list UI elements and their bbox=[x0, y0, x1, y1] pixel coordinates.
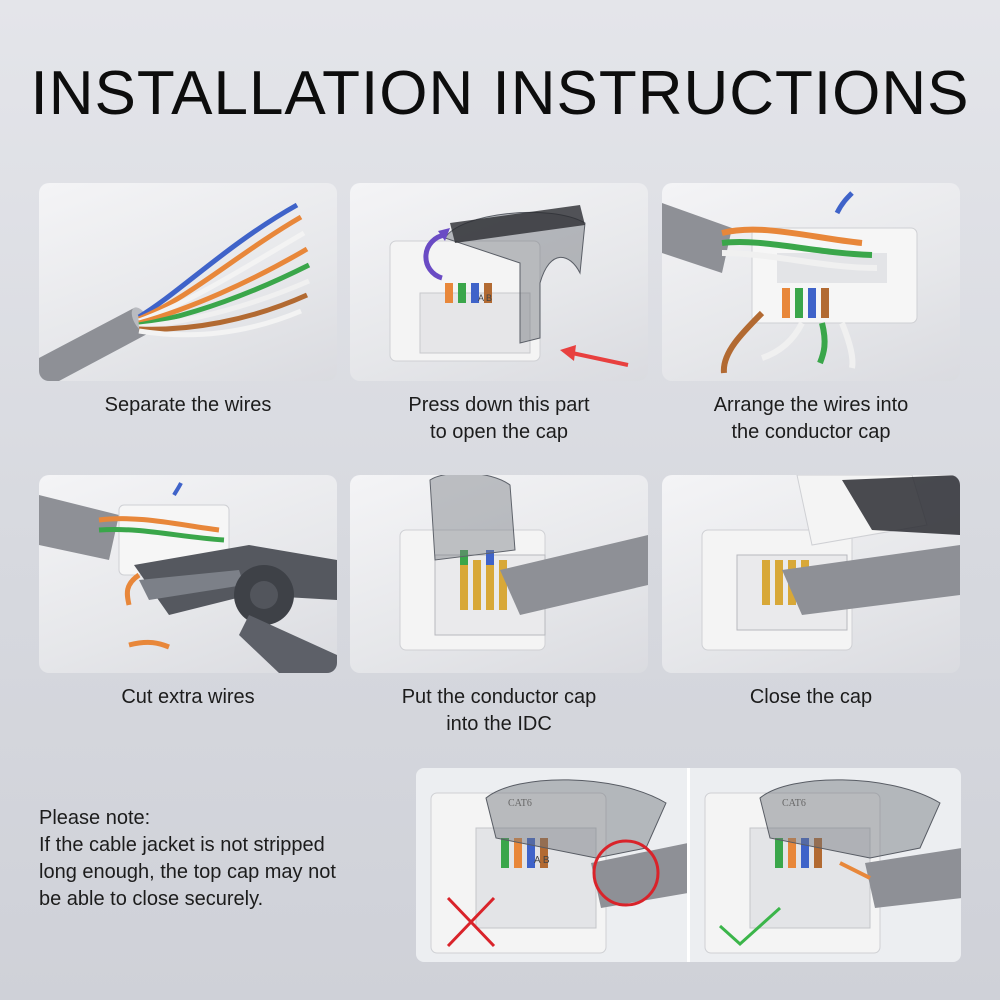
note-line: If the cable jacket is not stripped bbox=[39, 834, 325, 856]
caption-line: to open the cap bbox=[430, 421, 568, 443]
note-line: long enough, the top cap may not bbox=[39, 861, 336, 883]
step-1-caption: Separate the wires bbox=[39, 392, 337, 419]
step-2-image: A B bbox=[350, 183, 648, 381]
cat6-marking: CAT6 bbox=[782, 798, 806, 809]
page-title: INSTALLATION INSTRUCTIONS bbox=[30, 59, 970, 128]
comparison-image: A B CAT6 CAT6 bbox=[416, 768, 961, 962]
problem-circle-icon bbox=[592, 839, 660, 907]
caption-line: the conductor cap bbox=[731, 421, 891, 443]
correct-example: CAT6 bbox=[690, 768, 961, 962]
step-3-image bbox=[662, 183, 960, 381]
step-2-caption: Press down this part to open the cap bbox=[350, 392, 648, 446]
note-block: Please note: If the cable jacket is not … bbox=[39, 805, 409, 913]
ab-marking: A B bbox=[478, 293, 492, 303]
caption-line: into the IDC bbox=[446, 713, 552, 735]
cat6-marking: CAT6 bbox=[508, 798, 532, 809]
wrong-example: A B CAT6 bbox=[416, 768, 688, 962]
comparison-divider bbox=[687, 768, 690, 962]
caption-line: Press down this part bbox=[408, 394, 590, 416]
step-4-caption: Cut extra wires bbox=[39, 684, 337, 711]
caption-line: Put the conductor cap bbox=[401, 686, 597, 708]
step-5-caption: Put the conductor cap into the IDC bbox=[350, 684, 648, 738]
caption-line: Close the cap bbox=[749, 686, 873, 708]
step-1-image bbox=[39, 183, 337, 381]
press-arrow-icon bbox=[571, 351, 629, 367]
checkmark-icon bbox=[718, 906, 782, 947]
step-4-image bbox=[39, 475, 337, 673]
step-6-image bbox=[662, 475, 960, 673]
caption-line: Cut extra wires bbox=[121, 686, 255, 708]
note-line: be able to close securely. bbox=[39, 888, 264, 910]
step-5-image bbox=[350, 475, 648, 673]
caption-line: Separate the wires bbox=[104, 394, 272, 416]
step-3-caption: Arrange the wires into the conductor cap bbox=[662, 392, 960, 446]
note-heading: Please note: bbox=[39, 807, 151, 829]
rotate-arrow-icon bbox=[423, 232, 446, 281]
ab-marking: A B bbox=[534, 855, 550, 866]
caption-line: Arrange the wires into bbox=[713, 394, 909, 416]
step-6-caption: Close the cap bbox=[662, 684, 960, 711]
